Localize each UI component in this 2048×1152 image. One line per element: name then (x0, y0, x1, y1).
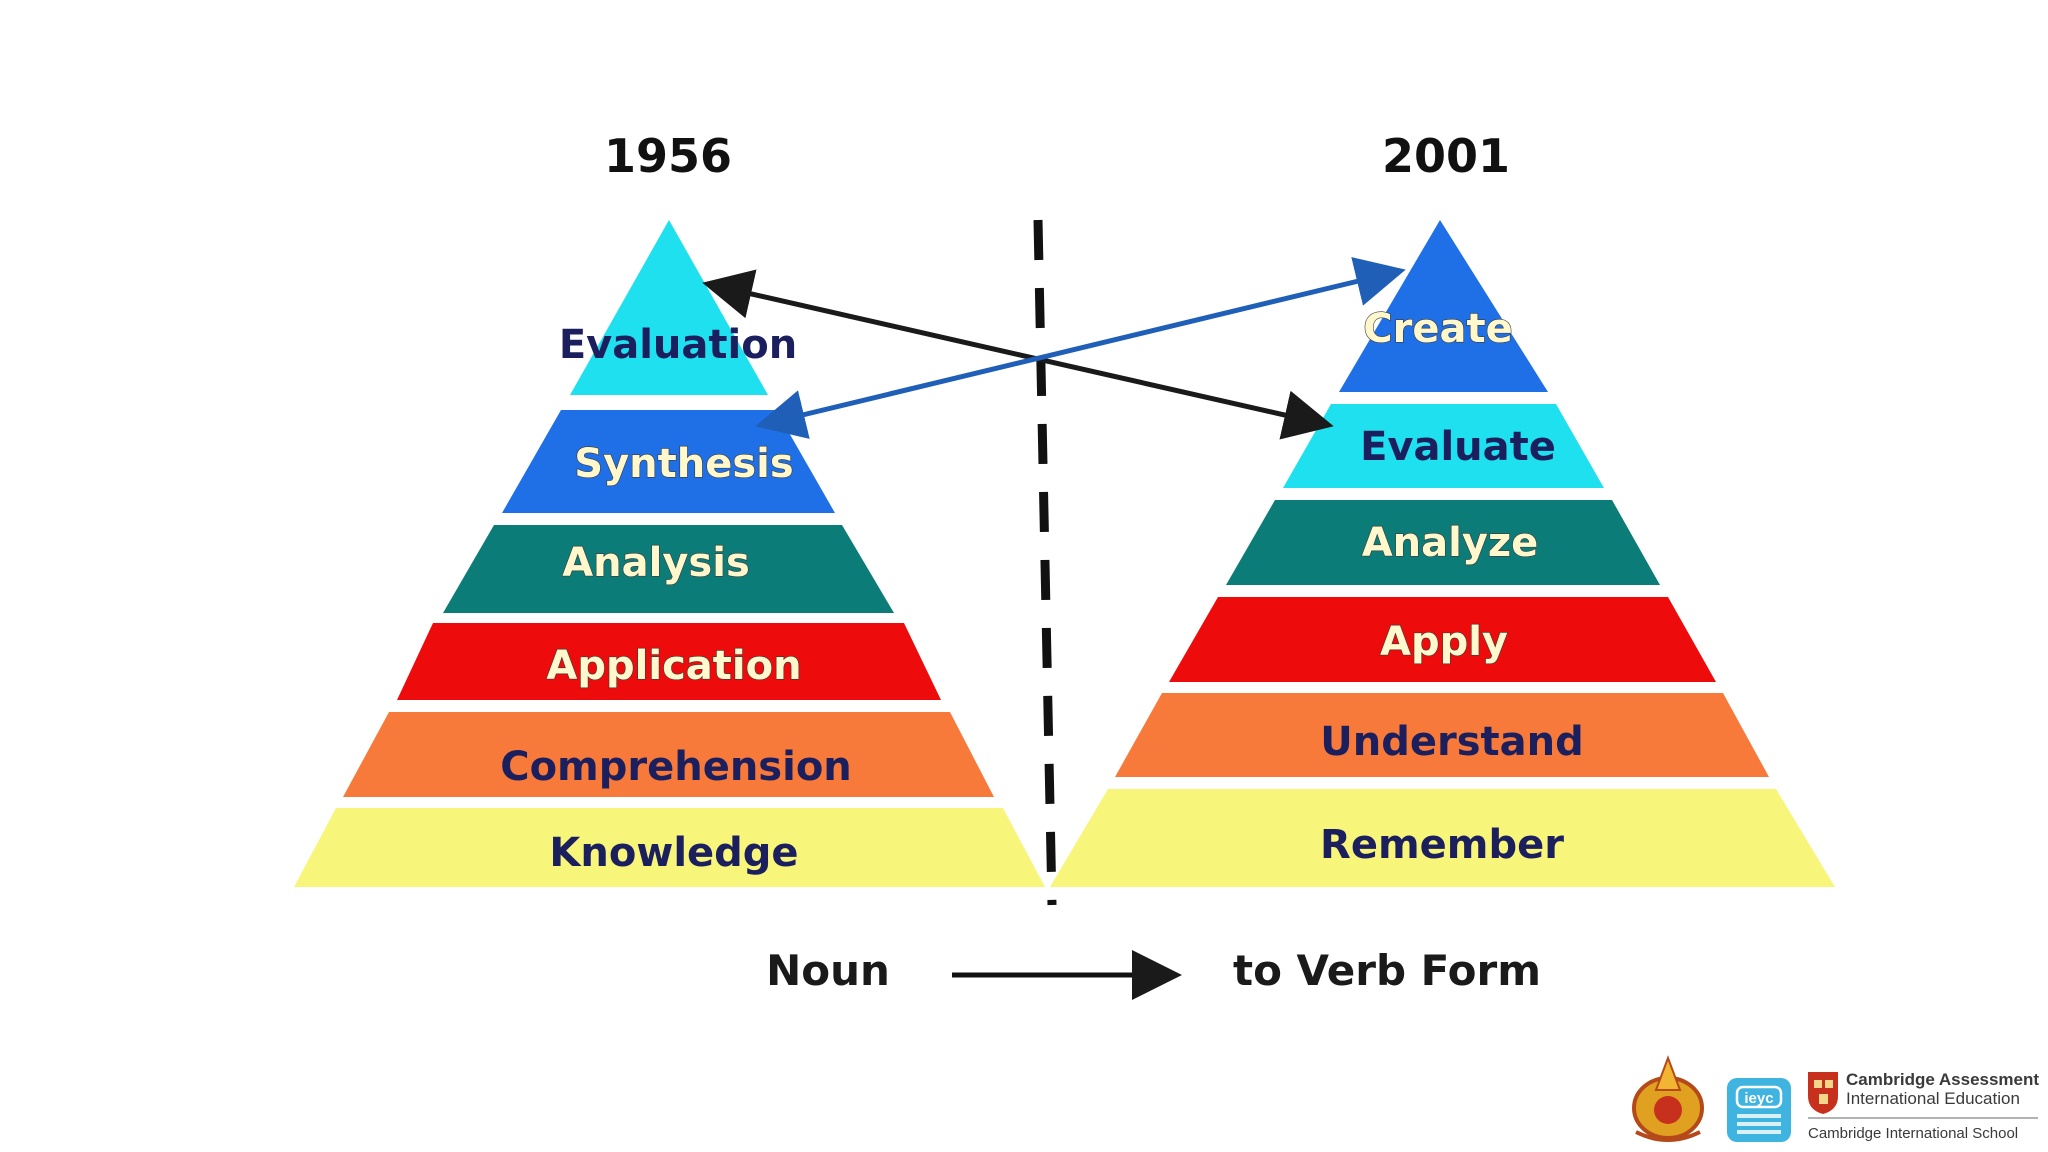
left-tier-evaluation-band (570, 220, 768, 395)
ieyc-logo: ieyc (1727, 1078, 1791, 1142)
right-tier-label-understand: Understand (1320, 719, 1583, 765)
left-tier-label-synthesis: Synthesis (574, 441, 793, 487)
right-tier-label-apply: Apply (1380, 619, 1508, 665)
left-year-heading: 1956 (604, 129, 732, 183)
cambridge-line2: International Education (1846, 1089, 2020, 1108)
left-tier-label-application: Application (546, 643, 801, 689)
left-tier-analysis-band (443, 525, 894, 613)
left-tier-label-analysis: Analysis (562, 540, 750, 586)
right-tier-analyze-band (1226, 500, 1660, 585)
left-tier-knowledge-band (294, 808, 1045, 887)
cambridge-line1: Cambridge Assessment (1846, 1070, 2039, 1089)
caption-noun: Noun (766, 946, 890, 995)
left-pyramid: Evaluation Synthesis Analysis Applicatio… (294, 220, 1045, 887)
caption-verb-form: to Verb Form (1233, 946, 1541, 995)
left-tier-label-comprehension: Comprehension (500, 744, 852, 790)
right-year-heading: 2001 (1382, 129, 1510, 183)
arrow-evaluation-to-evaluate (702, 269, 1334, 440)
right-tier-label-create: Create (1363, 306, 1512, 352)
center-dashed-divider (1033, 219, 1057, 906)
left-tier-comprehension-band (343, 712, 994, 797)
arrow-synthesis-to-create (755, 257, 1406, 439)
cambridge-shield-icon (1808, 1072, 1838, 1114)
right-tier-understand-band (1115, 693, 1769, 777)
left-tier-label-evaluation: Evaluation (559, 322, 797, 368)
right-tier-label-analyze: Analyze (1362, 520, 1539, 566)
cambridge-logo: Cambridge Assessment International Educa… (1808, 1070, 2039, 1142)
right-tier-apply-band (1169, 597, 1716, 682)
right-tier-label-evaluate: Evaluate (1360, 424, 1556, 470)
right-pyramid: Create Evaluate Analyze Apply Understand… (1050, 220, 1835, 887)
right-tier-label-remember: Remember (1320, 822, 1564, 868)
ieyc-badge-text: ieyc (1744, 1090, 1773, 1107)
left-tier-application-band (397, 623, 941, 700)
school-crest-logo (1632, 1055, 1704, 1142)
cambridge-line3: Cambridge International School (1808, 1125, 2018, 1142)
left-tier-label-knowledge: Knowledge (549, 830, 798, 876)
right-tier-remember-band (1050, 789, 1835, 887)
